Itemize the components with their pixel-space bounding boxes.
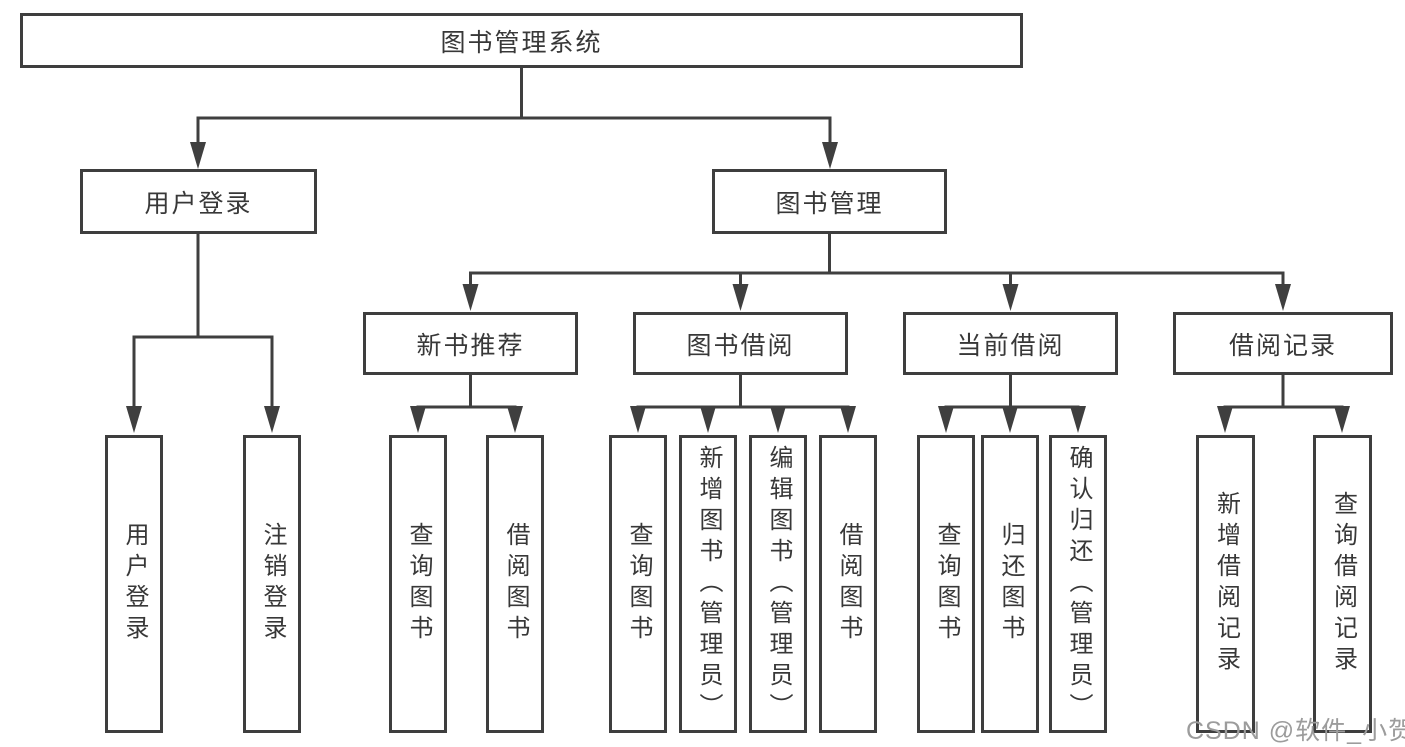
arrowhead [507,406,523,433]
arrowhead [700,406,716,433]
arrowhead [1002,406,1018,433]
arrowhead [190,142,206,169]
arrowhead [938,406,954,433]
connector-current-borrow-split [944,375,1080,410]
arrowhead [1217,406,1233,433]
arrowhead [410,406,426,433]
leaf-logout: 注销登录 [243,435,301,733]
arrowhead [462,284,479,311]
arrowhead [770,406,786,433]
leaf-br-add-record: 新增借阅记录 [1196,435,1255,733]
leaf-cb-query-books: 查询图书 [917,435,975,733]
leaf-nb-query-books: 查询图书 [389,435,447,733]
connector-book-borrow-split [636,375,850,410]
connector-user-login-split [132,234,274,408]
connector-book-mgmt-split [469,234,1285,287]
node-new-book-recommend: 新书推荐 [363,312,578,375]
leaf-nb-borrow-books: 借阅图书 [486,435,544,733]
leaf-bb-edit-books: 编辑图书（管理员） [749,435,807,733]
leaf-bb-add-books: 新增图书（管理员） [679,435,737,733]
node-root: 图书管理系统 [20,13,1023,68]
arrowhead [822,142,838,169]
connector-new-books-split [416,375,517,410]
leaf-bb-borrow-books: 借阅图书 [819,435,877,733]
leaf-bb-query-books: 查询图书 [609,435,667,733]
arrowhead [1275,284,1291,311]
node-book-borrow: 图书借阅 [633,312,848,375]
leaf-cb-return-books: 归还图书 [981,435,1039,733]
node-user-login: 用户登录 [80,169,317,234]
arrowhead [264,406,280,433]
leaf-br-query-record: 查询借阅记录 [1313,435,1372,733]
arrowhead [840,406,856,433]
node-book-management: 图书管理 [712,169,947,234]
connector-root-split [196,68,832,145]
leaf-cb-confirm-return: 确认归还（管理员） [1049,435,1107,733]
arrowhead [1334,406,1350,433]
arrowhead [126,406,142,433]
arrowhead [1070,406,1086,433]
arrowhead [1002,284,1019,311]
connector-borrow-records-split [1223,375,1344,410]
node-current-borrow: 当前借阅 [903,312,1118,375]
watermark: CSDN @软件_小贺同学 [1186,717,1405,745]
leaf-user-login: 用户登录 [105,435,163,733]
arrowhead [732,284,749,311]
arrowhead [630,406,646,433]
node-borrow-records: 借阅记录 [1173,312,1393,375]
